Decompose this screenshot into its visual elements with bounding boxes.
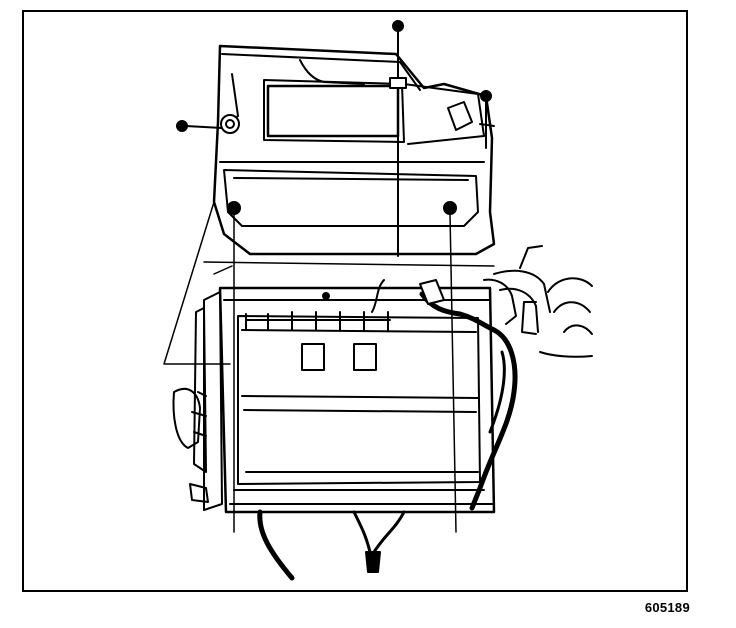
wiring-harness (419, 278, 518, 511)
technical-illustration (163, 20, 593, 581)
case-tab-left (301, 343, 325, 371)
case-tab-right (353, 343, 377, 371)
lower-left-screw (227, 201, 241, 533)
left-bracket (172, 291, 223, 511)
upper-cover-housing (212, 44, 496, 257)
figure-number: 605189 (644, 600, 690, 615)
illustration-frame (22, 10, 688, 592)
heater-case (218, 279, 496, 514)
right-top-screw (479, 90, 495, 149)
drain-hoses (257, 509, 406, 581)
case-outline (163, 201, 495, 365)
left-screw (176, 114, 240, 134)
lower-right-screw (443, 201, 457, 533)
top-screw (389, 20, 407, 89)
cover-window (266, 84, 400, 138)
right-ducts (493, 245, 593, 358)
